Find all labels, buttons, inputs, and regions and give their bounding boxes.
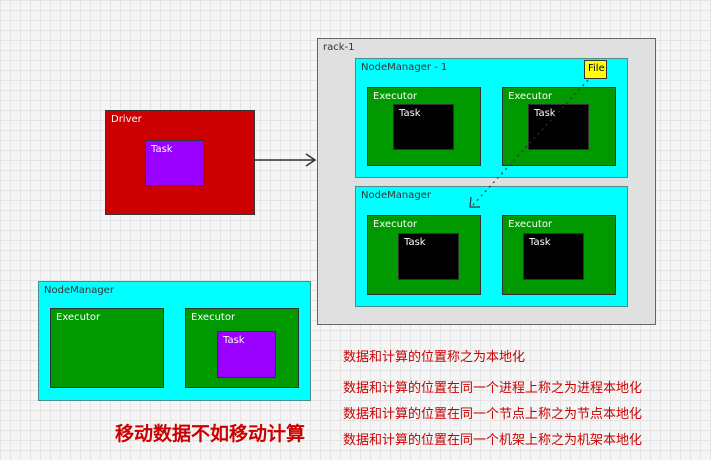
executor-label: Executor [56,312,101,323]
executor-nm1-left: Executor [367,87,481,166]
executor-label: Executor [508,219,553,230]
task-nm1-left: Task [393,104,454,150]
driver-to-rack-arrowhead [305,153,317,167]
note-process-local: 数据和计算的位置在同一个进程上称之为进程本地化 [343,381,643,396]
node-manager-2-label: NodeManager [361,190,431,201]
task-nm2-right: Task [523,233,584,280]
task-nm3-right: Task [217,331,276,378]
executor-nm3-left: Executor [50,308,164,388]
task-label: Task [404,237,426,248]
node-manager-3-label: NodeManager [44,285,114,296]
executor-label: Executor [373,91,418,102]
task-label: Task [223,335,245,346]
note-node-local: 数据和计算的位置在同一个节点上称之为节点本地化 [343,407,643,422]
rack-label: rack-1 [323,42,355,53]
file-to-nm2-dashed-arrow [471,79,589,207]
task-label: Task [399,108,421,119]
file-to-nm2-arrowhead [469,196,480,208]
task-label: Task [529,237,551,248]
note-rack-local: 数据和计算的位置在同一个机架上称之为机架本地化 [343,433,643,448]
driver-label: Driver [111,114,142,125]
executor-label: Executor [508,91,553,102]
task-label: Task [534,108,556,119]
executor-label: Executor [373,219,418,230]
file-block: File [584,60,607,79]
slogan: 移动数据不如移动计算 [115,423,306,445]
executor-label: Executor [191,312,236,323]
node-manager-1-label: NodeManager - 1 [361,62,448,73]
task-nm2-left: Task [398,233,459,280]
note-locality: 数据和计算的位置称之为本地化 [343,350,526,365]
task-label: Task [151,144,173,155]
file-label: File [588,63,605,74]
task-driver: Task [145,140,204,186]
